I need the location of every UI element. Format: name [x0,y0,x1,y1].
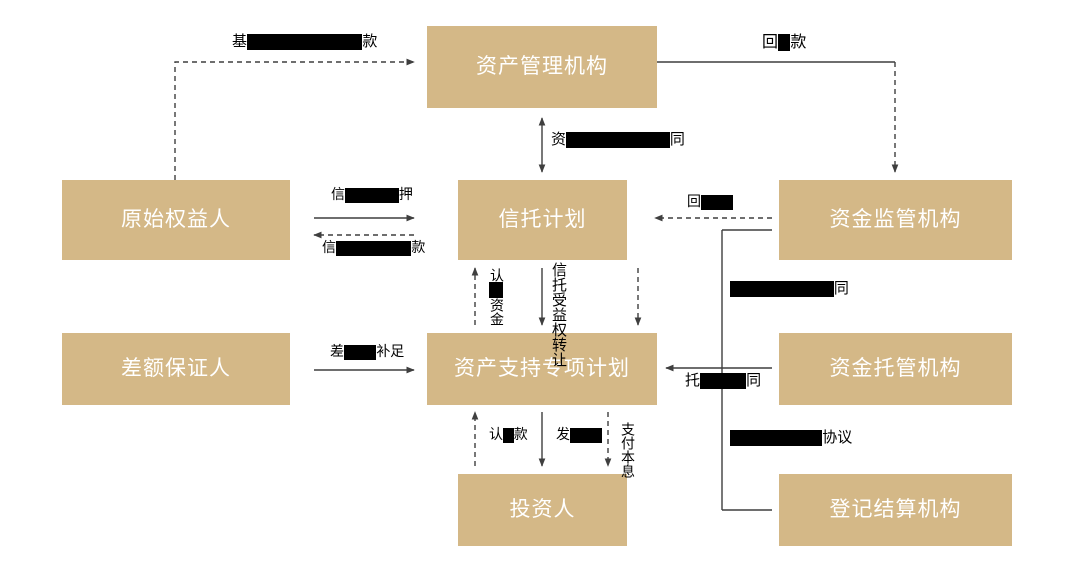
redaction-bar: ███ [570,428,603,443]
node-label: 原始权益人 [121,207,231,232]
edge-label-supervisor-trust-return: 回███ [687,195,734,210]
edge-asset-manager-to-fund-supervisor [657,61,899,173]
redaction-bar: ████ [700,373,747,389]
redaction-bar: ███ [701,195,734,210]
redaction-bar: ██████████ [247,34,363,50]
edge-label-abs-subscription-funds: 认█资金 [488,268,504,326]
edge-label-trust-originator-loan: 信███████款 [322,240,426,256]
node-registrar[interactable]: 登记结算机构 [779,474,1012,546]
edge-label-shortfall-support: 差███补足 [330,344,405,360]
node-label: 登记结算机构 [829,497,962,522]
edge-label-custody-contract: 托████同 [685,371,762,389]
node-label: 信托计划 [498,207,587,232]
edge-right-spine [665,229,772,511]
node-label: 资金托管机构 [829,356,962,381]
redaction-bar: █ [489,282,503,298]
redaction-bar: ████████ [730,430,823,446]
node-label: 资金监管机构 [829,207,962,232]
node-trust-plan[interactable]: 信托计划 [458,180,627,260]
node-originator[interactable]: 原始权益人 [62,180,290,260]
edge-label-originator-trust-pledge: 信█████押 [331,187,413,203]
edge-label-registrar-agreement: ████████协议 [730,429,852,446]
edge-label-beneficiary-transfer: 信托受益权转让 [550,262,568,367]
redaction-bar: █ [778,34,791,51]
node-label: 资产支持专项计划 [454,356,630,381]
node-label: 投资人 [509,497,576,522]
redaction-bar: █ [503,428,514,443]
node-investor[interactable]: 投资人 [458,474,627,546]
node-asset-manager[interactable]: 资产管理机构 [427,26,657,108]
edge-label-abs-issuance: 发███ [556,428,603,443]
node-shortfall-guarantor[interactable]: 差额保证人 [62,333,290,405]
edge-label-supervision-contract: █████████同 [730,280,849,297]
redaction-bar: █████ [345,188,399,203]
edge-label-investor-subscription: 认█款 [489,427,528,443]
edge-label-top-left: 基██████████款 [232,32,378,50]
redaction-bar: █████████ [566,132,670,148]
edge-label-manager-trust-contract: 资█████████同 [551,130,685,148]
edge-label-top-right: 回█款 [762,32,807,51]
edge-label-principal-interest-payment: 支付本息 [619,422,635,478]
redaction-bar: █████████ [730,281,834,297]
redaction-bar: ███████ [336,241,412,256]
edge-originator-to-asset-manager [174,58,415,180]
node-label: 差额保证人 [121,356,231,381]
node-fund-custodian[interactable]: 资金托管机构 [779,333,1012,405]
node-fund-supervisor[interactable]: 资金监管机构 [779,180,1012,260]
node-abs-special-plan[interactable]: 资产支持专项计划 [427,333,657,405]
node-label: 资产管理机构 [476,54,608,79]
redaction-bar: ███ [344,345,377,360]
